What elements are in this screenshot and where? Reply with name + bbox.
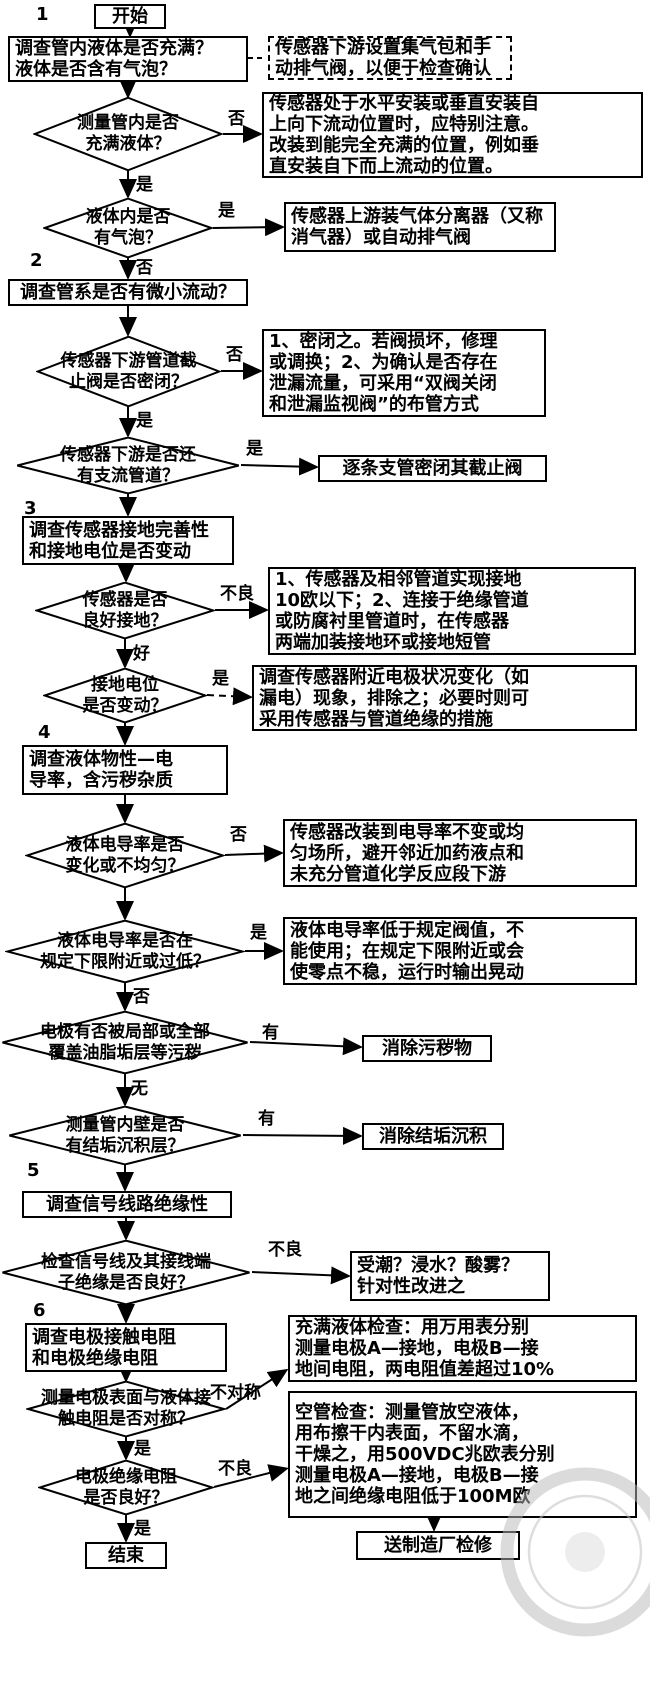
decision-text: 液体电导率是否 变化或不均匀？ bbox=[65, 834, 185, 876]
label-d1-yes: 是 bbox=[136, 175, 153, 195]
decision-text: 接地电位 是否变动？ bbox=[82, 674, 168, 716]
node-step1-check-liquid-full: 调查管内液体是否充满？ 液体是否含有气泡？ bbox=[8, 36, 248, 82]
decision-electrode-insulation: 电极绝缘电阻 是否良好？ bbox=[38, 1460, 214, 1515]
label-d13-bad: 不良 bbox=[218, 1459, 252, 1479]
step-number-6: 6 bbox=[33, 1300, 46, 1321]
action-remove-scale: 消除结垢沉积 bbox=[362, 1123, 504, 1150]
diamond-shape bbox=[15, 437, 241, 494]
diamond-shape bbox=[36, 336, 221, 407]
decision-conductivity-low: 液体电导率是否在 规定下限附近或过低？ bbox=[5, 920, 245, 983]
flow-arrow bbox=[240, 457, 319, 476]
decision-shutoff-valve-sealed: 传感器下游管道截 止阀是否密闭？ bbox=[36, 336, 221, 407]
diamond-shape bbox=[5, 920, 245, 983]
node-step4-check-conductivity: 调查液体物性—电 导率，含污秽杂质 bbox=[22, 745, 228, 795]
decision-text: 传感器下游管道截 止阀是否密闭？ bbox=[60, 350, 197, 392]
step-number-5: 5 bbox=[27, 1160, 40, 1181]
node-step5-check-signal-insulation: 调查信号线路绝缘性 bbox=[22, 1191, 232, 1218]
step-number-4: 4 bbox=[38, 722, 51, 743]
decision-ground-potential-change: 接地电位 是否变动？ bbox=[43, 668, 207, 723]
label-d7-no: 否 bbox=[230, 825, 247, 845]
action-reinstall-position: 传感器处于水平安装或垂直安装自 上向下流动位置时，应特别注意。 改装到能完全充满… bbox=[262, 92, 643, 178]
step-number-1: 1 bbox=[36, 4, 49, 25]
node-step2-check-micro-flow: 调查管系是否有微小流动？ bbox=[8, 279, 248, 306]
flow-arrow bbox=[212, 218, 285, 237]
decision-text: 测量管内壁是否 有结垢沉积层？ bbox=[65, 1114, 185, 1156]
flow-arrow bbox=[242, 1126, 363, 1145]
diamond-shape bbox=[0, 1011, 250, 1074]
action-seal-valve: 1、密闭之。若阀损坏，修理 或调换；2、为确认是否存在 泄漏流量，可采用“双阀关… bbox=[262, 329, 546, 417]
action-gas-separator: 传感器上游装气体分离器（又称 消气器）或自动排气阀 bbox=[284, 202, 556, 252]
decision-good-grounding: 传感器是否 良好接地？ bbox=[35, 582, 215, 639]
decision-branch-pipes: 传感器下游是否还 有支流管道？ bbox=[15, 437, 241, 494]
label-d9-none: 无 bbox=[131, 1079, 148, 1099]
label-d8-yes: 是 bbox=[250, 923, 267, 943]
decision-text: 传感器下游是否还 有支流管道？ bbox=[60, 444, 196, 486]
decision-text: 电极有否被局部或全部 覆盖油脂垢层等污秽 bbox=[40, 1021, 210, 1063]
decision-text: 电极绝缘电阻 是否良好？ bbox=[75, 1466, 177, 1508]
action-grounding-fix: 1、传感器及相邻管道实现接地 10欧以下；2、连接于绝缘管道 或防腐衬里管道时，… bbox=[268, 567, 636, 655]
flow-arrow bbox=[224, 844, 284, 863]
action-improve-insulation: 受潮？浸水？酸雾？ 针对性改进之 bbox=[350, 1251, 550, 1301]
label-d9-has: 有 bbox=[262, 1023, 279, 1043]
decision-electrode-coated: 电极有否被局部或全部 覆盖油脂垢层等污秽 bbox=[0, 1011, 250, 1074]
action-full-liquid-check: 充满液体检查：用万用表分别 测量电极A—接地，电极B—接 地间电阻，两电阻值差超… bbox=[288, 1315, 637, 1382]
decision-contact-resistance-symmetric: 测量电极表面与液体接 触电阻是否对称？ bbox=[26, 1381, 226, 1437]
decision-scale-layer: 测量管内壁是否 有结垢沉积层？ bbox=[7, 1106, 243, 1165]
diamond-shape bbox=[7, 1106, 243, 1165]
diamond-shape bbox=[0, 1240, 252, 1305]
action-send-to-factory: 送制造厂检修 bbox=[356, 1531, 520, 1560]
label-d2-yes: 是 bbox=[218, 201, 235, 221]
label-d3-no: 否 bbox=[226, 345, 243, 365]
decision-text: 传感器是否 良好接地？ bbox=[82, 589, 168, 631]
label-d1-no: 否 bbox=[228, 109, 245, 129]
flow-arrow bbox=[225, 1368, 289, 1410]
label-d13-yes: 是 bbox=[134, 1519, 151, 1539]
flow-arrow bbox=[249, 1037, 363, 1056]
node-step3-check-grounding: 调查传感器接地完善性 和接地电位是否变动 bbox=[22, 516, 234, 565]
flow-arrow-dashed bbox=[206, 687, 253, 706]
diamond-shape bbox=[43, 198, 213, 258]
diamond-shape bbox=[26, 1381, 226, 1437]
decision-tube-full: 测量管内是否 充满液体？ bbox=[33, 97, 223, 171]
label-d6-yes: 是 bbox=[212, 669, 229, 689]
action-remove-fouling: 消除污秽物 bbox=[362, 1035, 492, 1062]
step-number-2: 2 bbox=[30, 250, 43, 271]
decision-text: 液体内是否 有气泡？ bbox=[85, 207, 171, 248]
label-d4-yes: 是 bbox=[246, 439, 263, 459]
label-d3-yes: 是 bbox=[136, 411, 153, 431]
action-empty-pipe-check: 空管检查：测量管放空液体， 用布擦干内表面，不留水滴， 干燥之，用500VDC兆… bbox=[288, 1391, 637, 1518]
decision-text: 液体电导率是否在 规定下限附近或过低？ bbox=[40, 930, 210, 972]
label-d12-asym: 不对称 bbox=[210, 1383, 261, 1403]
label-d2-no: 否 bbox=[136, 258, 153, 278]
node-step6-check-electrode-resistance: 调查电极接触电阻 和电极绝缘电阻 bbox=[25, 1323, 227, 1372]
decision-text: 测量管内是否 充满液体？ bbox=[77, 113, 179, 154]
node-end: 结束 bbox=[85, 1542, 167, 1569]
diamond-shape bbox=[38, 1460, 214, 1515]
label-d8-no: 否 bbox=[133, 987, 150, 1007]
action-seal-branch-valves: 逐条支管密闭其截止阀 bbox=[318, 455, 547, 482]
decision-text: 测量电极表面与液体接 触电阻是否对称？ bbox=[41, 1388, 211, 1429]
flow-arrow bbox=[213, 1464, 289, 1488]
label-d5-good: 好 bbox=[133, 644, 150, 664]
decision-text: 检查信号线及其接线端 子绝缘是否良好？ bbox=[41, 1251, 211, 1293]
action-conductivity-low-note: 液体电导率低于规定阀值，不 能使用；在规定下限附近或会 使零点不稳，运行时输出晃… bbox=[283, 917, 637, 985]
decision-bubbles: 液体内是否 有气泡？ bbox=[43, 198, 213, 258]
step-number-3: 3 bbox=[24, 498, 37, 519]
note-downstream-gas-trap: 传感器下游设置集气包和手 动排气阀，以便于检查确认 bbox=[268, 36, 512, 80]
diamond-shape bbox=[25, 823, 225, 888]
action-check-electrode-leak: 调查传感器附近电极状况变化（如 漏电）现象，排除之；必要时则可 采用传感器与管道… bbox=[252, 665, 637, 731]
action-relocate-sensor: 传感器改装到电导率不变或均 匀场所，避开邻近加药液点和 未充分管道化学反应段下游 bbox=[283, 819, 637, 887]
decision-conductivity-uniform: 液体电导率是否 变化或不均匀？ bbox=[25, 823, 225, 888]
diamond-shape bbox=[43, 668, 207, 723]
label-d12-yes: 是 bbox=[134, 1439, 151, 1459]
label-d11-bad: 不良 bbox=[268, 1240, 302, 1260]
flow-arrow bbox=[251, 1266, 351, 1285]
node-start: 开始 bbox=[94, 4, 166, 29]
diamond-shape bbox=[33, 97, 223, 171]
decision-signal-wire-insulation: 检查信号线及其接线端 子绝缘是否良好？ bbox=[0, 1240, 252, 1305]
label-d5-bad: 不良 bbox=[220, 584, 254, 604]
diamond-shape bbox=[35, 582, 215, 639]
label-d10-has: 有 bbox=[258, 1109, 275, 1129]
